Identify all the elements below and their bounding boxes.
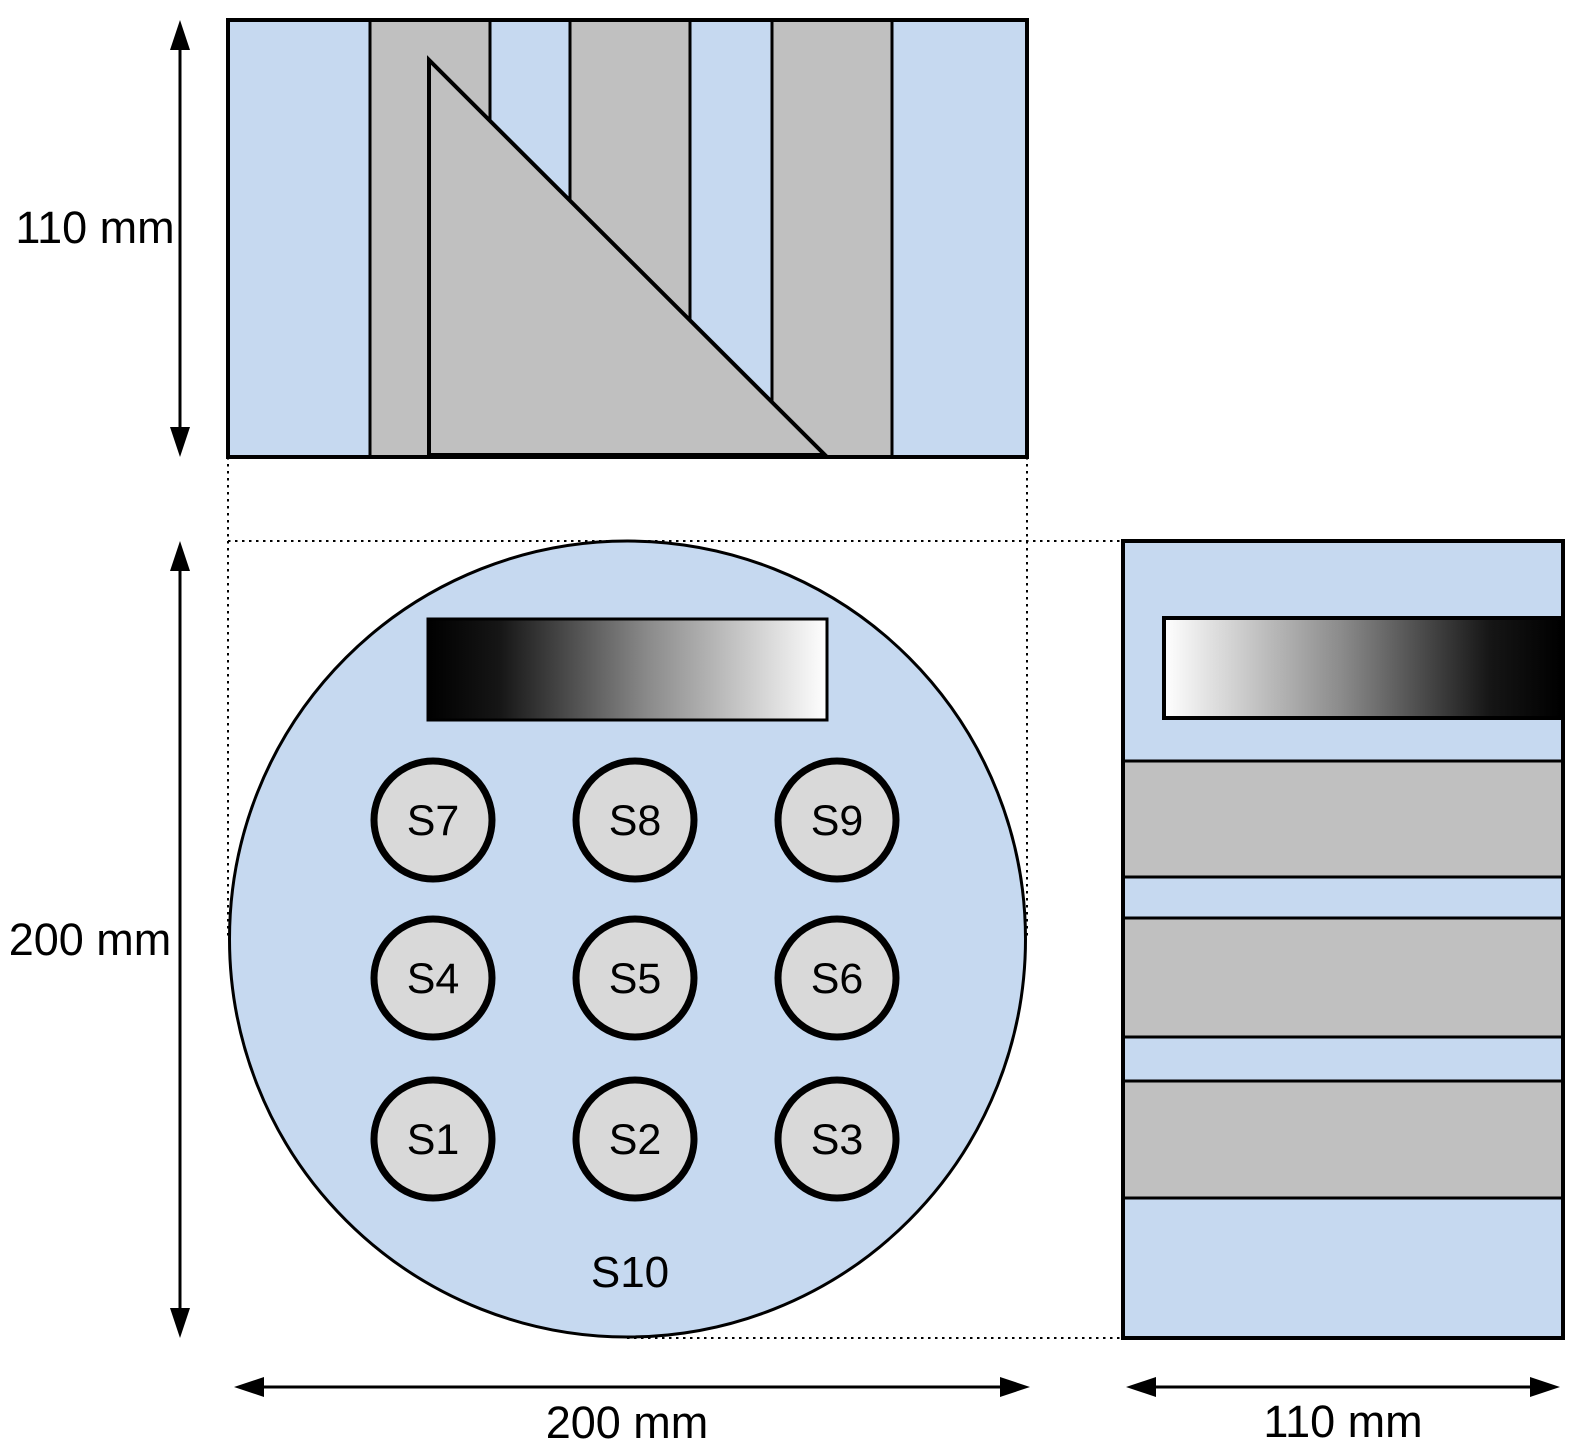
sample-label-s5: S5 xyxy=(609,955,662,1003)
sample-label-s8: S8 xyxy=(609,797,662,845)
body-label-s10: S10 xyxy=(591,1248,669,1297)
sample-circle-s5 xyxy=(572,915,698,1041)
sample-circle-s1 xyxy=(370,1076,496,1202)
sample-label-s4: S4 xyxy=(407,955,460,1003)
rod-row-top xyxy=(1121,759,1565,879)
sample-circle-s4 xyxy=(370,915,496,1041)
dimension-label-top-height: 110 mm xyxy=(15,202,174,253)
dimensions: 110 mm 200 mm 200 mm 110 mm xyxy=(9,20,1560,1448)
dimension-arrow-top-height xyxy=(170,20,190,457)
dimension-label-side-width: 110 mm xyxy=(1263,1396,1422,1447)
dimension-arrow-front-height xyxy=(170,541,190,1338)
sample-circle-s8 xyxy=(572,757,698,883)
dimension-label-front-width: 200 mm xyxy=(546,1397,709,1448)
projection-lines xyxy=(227,457,1123,1339)
sample-row-bottom: S1 S2 S3 xyxy=(370,1076,900,1202)
side-view-outline xyxy=(1121,539,1565,1340)
gradient-insert-front xyxy=(426,617,829,722)
dimension-arrow-side-width xyxy=(1126,1377,1560,1397)
rod-row-bottom xyxy=(1121,1079,1565,1200)
gradient-insert-side xyxy=(1162,616,1563,720)
rod-column-right xyxy=(770,18,894,459)
sample-label-s9: S9 xyxy=(811,797,864,845)
top-view xyxy=(226,18,1029,459)
dimension-arrow-front-width xyxy=(234,1377,1030,1397)
sample-row-top: S7 S8 S9 xyxy=(370,757,900,883)
rod-row-middle xyxy=(1121,916,1565,1039)
sample-circle-s3 xyxy=(774,1076,900,1202)
sample-row-middle: S4 S5 S6 xyxy=(370,915,900,1041)
sample-label-s6: S6 xyxy=(811,955,864,1003)
side-view xyxy=(1121,539,1565,1340)
top-view-outline xyxy=(226,18,1029,459)
dimension-label-front-height: 200 mm xyxy=(9,914,172,965)
front-view: S7 S8 S9 S4 S5 S6 S1 S2 S3 S10 xyxy=(228,539,1027,1339)
sample-circle-s6 xyxy=(774,915,900,1041)
sample-label-s7: S7 xyxy=(407,797,460,845)
sample-label-s3: S3 xyxy=(811,1116,864,1164)
sample-circle-s7 xyxy=(370,757,496,883)
sample-circle-s9 xyxy=(774,757,900,883)
sample-label-s1: S1 xyxy=(407,1116,460,1164)
sample-circle-s2 xyxy=(572,1076,698,1202)
sample-label-s2: S2 xyxy=(609,1116,662,1164)
